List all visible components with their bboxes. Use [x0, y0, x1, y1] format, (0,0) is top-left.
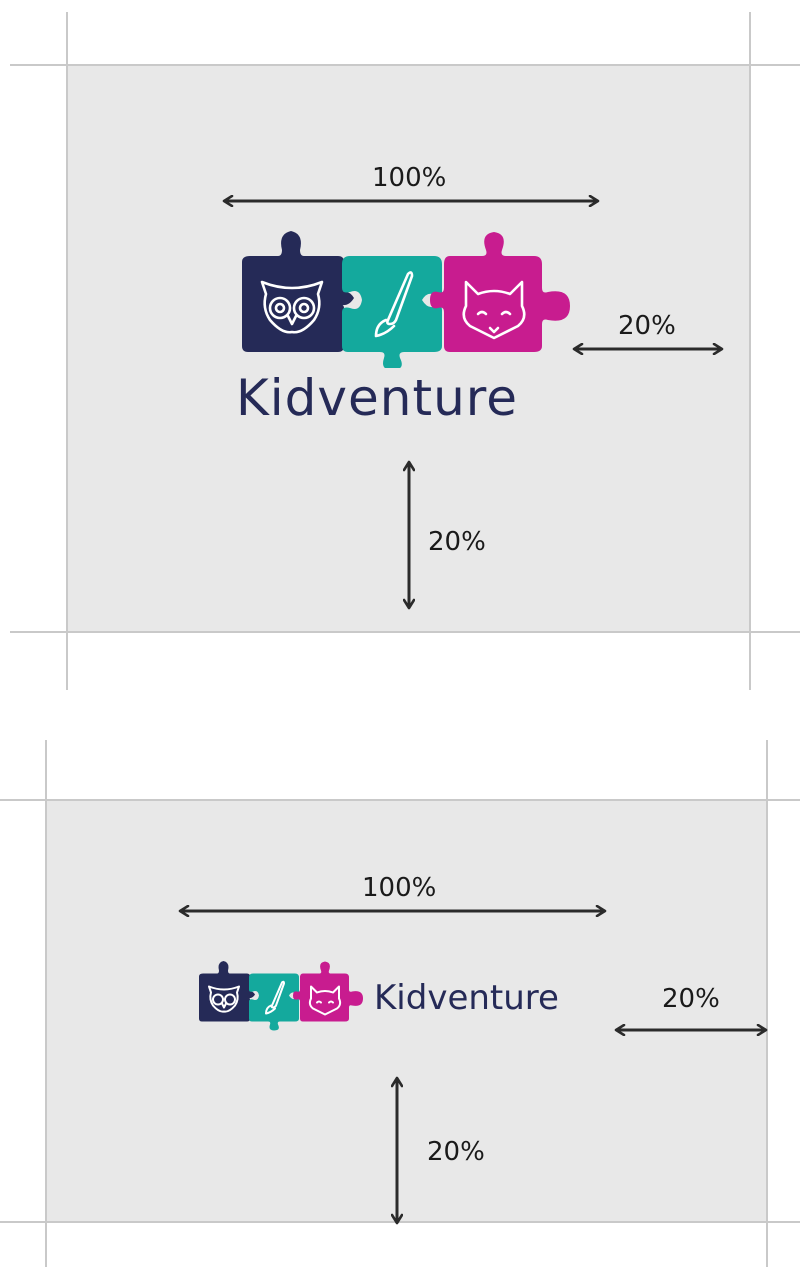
owl-puzzle-piece [199, 961, 255, 1022]
width-label: 100% [372, 163, 447, 193]
width-arrow [0, 0, 800, 700]
fox-icon [308, 985, 342, 1016]
brand-wordmark: Kidventure [374, 978, 559, 1018]
guide-line-right [766, 740, 768, 1267]
width-label: 100% [362, 873, 437, 903]
paintbrush-icon [265, 980, 285, 1015]
side-margin-label: 20% [618, 311, 676, 341]
side-margin-label: 20% [662, 984, 720, 1014]
paintbrush-puzzle-piece [249, 973, 299, 1031]
guide-line-left [66, 12, 68, 690]
bottom-margin-label: 20% [428, 527, 486, 557]
logo-mark [242, 231, 570, 368]
fox-puzzle-piece [293, 961, 363, 1022]
fox-puzzle-piece [430, 232, 570, 352]
clearspace-panel [46, 800, 767, 1221]
paintbrush-icon [374, 271, 414, 338]
logo-mark [199, 961, 363, 1031]
guide-line-top [0, 799, 800, 801]
paintbrush-puzzle-piece [342, 256, 442, 368]
guide-line-right [749, 12, 751, 690]
guide-line-bottom [10, 631, 800, 633]
owl-icon [208, 985, 240, 1013]
brand-wordmark: Kidventure [236, 369, 518, 427]
guide-line-top [10, 64, 800, 66]
guide-line-left [45, 740, 47, 1267]
owl-puzzle-piece [242, 231, 354, 352]
owl-icon [260, 280, 324, 334]
bottom-margin-label: 20% [427, 1137, 485, 1167]
fox-icon [462, 280, 526, 340]
